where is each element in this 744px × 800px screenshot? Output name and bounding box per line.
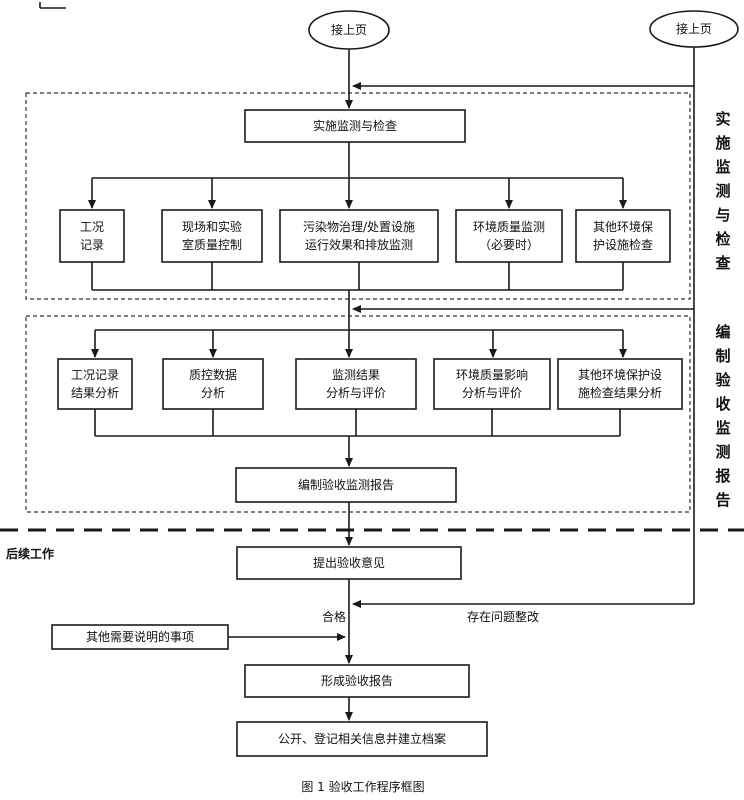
s2-item5-line1: 其他环境保护设 bbox=[578, 367, 662, 382]
s1-item3-line1: 污染物治理/处置设施 bbox=[303, 219, 415, 234]
s2-item1-line1: 工况记录 bbox=[71, 368, 119, 382]
form-report-label: 形成验收报告 bbox=[321, 673, 393, 688]
s2-item3-line1: 监测结果 bbox=[332, 368, 380, 382]
archive-label: 公开、登记相关信息并建立档案 bbox=[278, 731, 446, 746]
start-right-label: 接上页 bbox=[676, 21, 712, 36]
section2-dashed-frame bbox=[25, 315, 691, 513]
s2-box-3 bbox=[295, 358, 417, 410]
s2-side-char: 告 bbox=[715, 491, 730, 509]
s2-item1-line2: 结果分析 bbox=[71, 386, 119, 400]
s2-side-char: 制 bbox=[715, 347, 730, 365]
s1-box-1 bbox=[59, 209, 125, 263]
s1-box-5 bbox=[575, 209, 671, 263]
s2-item4-line2: 分析与评价 bbox=[462, 386, 522, 400]
s1-side-char: 施 bbox=[715, 134, 730, 152]
pass-label: 合格 bbox=[322, 609, 346, 624]
s2-box-1 bbox=[57, 358, 133, 410]
s1-box-4 bbox=[455, 209, 563, 263]
s2-item2-line1: 质控数据 bbox=[189, 367, 237, 382]
s1-side-char: 查 bbox=[715, 254, 731, 272]
s2-item4-line1: 环境质量影响 bbox=[456, 367, 528, 382]
s2-side-char: 编 bbox=[715, 323, 730, 341]
opinion-label: 提出验收意见 bbox=[313, 555, 385, 570]
s2-box-5 bbox=[557, 358, 683, 410]
s1-item5-line1: 其他环境保 bbox=[593, 219, 653, 234]
monitor-check-label: 实施监测与检查 bbox=[313, 118, 397, 133]
s2-item2-line2: 分析 bbox=[201, 386, 225, 400]
s1-item3-line2: 运行效果和排放监测 bbox=[305, 237, 413, 252]
s2-side-char: 报 bbox=[715, 467, 730, 485]
other-matters-label: 其他需要说明的事项 bbox=[86, 629, 194, 644]
s1-item4-line1: 环境质量监测 bbox=[473, 219, 545, 234]
compile-report-label: 编制验收监测报告 bbox=[298, 477, 394, 492]
monitor-check-box bbox=[244, 109, 466, 143]
s1-box-3 bbox=[279, 209, 439, 263]
s1-item2-line1: 现场和实验 bbox=[182, 219, 242, 234]
s1-side-char: 监 bbox=[715, 158, 730, 176]
issue-label: 存在问题整改 bbox=[467, 609, 539, 624]
compile-report-box bbox=[235, 467, 457, 503]
s2-side-char: 收 bbox=[715, 395, 730, 413]
s1-item1-line2: 记录 bbox=[80, 238, 104, 252]
s2-box-4 bbox=[433, 358, 551, 410]
followup-label: 后续工作 bbox=[6, 546, 54, 561]
s1-side-char: 测 bbox=[715, 182, 730, 200]
s2-item3-line2: 分析与评价 bbox=[326, 386, 386, 400]
s1-box-2 bbox=[161, 209, 263, 263]
section2-side-label: 编 制 验 收 监 测 报 告 bbox=[715, 323, 731, 509]
s2-box-2 bbox=[162, 358, 264, 410]
s1-item5-line2: 护设施检查 bbox=[593, 237, 653, 252]
s2-item5-line2: 施检查结果分析 bbox=[578, 385, 662, 400]
crop-mark bbox=[39, 2, 66, 9]
section1-dashed-frame bbox=[25, 92, 691, 300]
figure-caption: 图 1 验收工作程序框图 bbox=[301, 779, 424, 794]
start-left-label: 接上页 bbox=[331, 22, 367, 37]
other-matters-box bbox=[51, 624, 229, 650]
s1-side-char: 检 bbox=[715, 230, 730, 248]
s2-side-char: 监 bbox=[715, 419, 730, 437]
s2-side-char: 测 bbox=[715, 443, 730, 461]
s1-item2-line2: 室质量控制 bbox=[182, 237, 242, 252]
s1-item4-line2: （必要时） bbox=[479, 238, 539, 252]
s2-side-char: 验 bbox=[715, 371, 731, 389]
s1-side-char: 实 bbox=[715, 110, 730, 128]
s1-side-char: 与 bbox=[715, 206, 730, 224]
form-report-box bbox=[244, 664, 470, 698]
archive-box bbox=[236, 721, 488, 757]
s1-item1-line1: 工况 bbox=[80, 220, 104, 234]
opinion-box bbox=[236, 546, 462, 580]
section1-side-label: 实 施 监 测 与 检 查 bbox=[715, 110, 731, 272]
